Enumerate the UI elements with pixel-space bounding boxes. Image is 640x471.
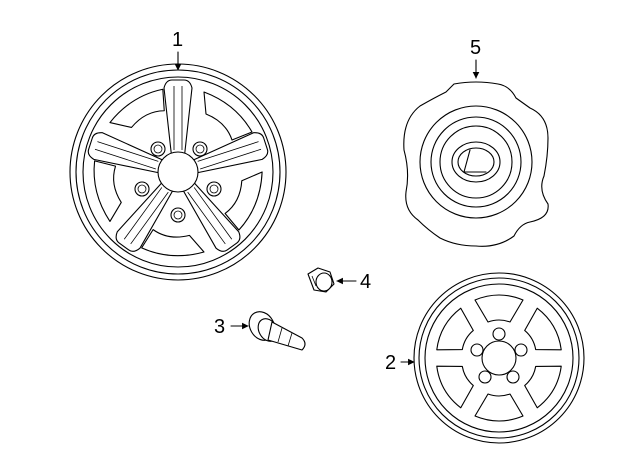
lug-nut[interactable] bbox=[307, 267, 335, 293]
callout-4-label: 4 bbox=[360, 271, 371, 293]
callout-3-label: 3 bbox=[214, 316, 225, 338]
wheel-large[interactable] bbox=[69, 63, 287, 281]
callout-3: 3 bbox=[214, 316, 249, 338]
callout-5-label: 5 bbox=[470, 37, 481, 59]
callout-2: 2 bbox=[385, 352, 415, 374]
callout-1-label: 1 bbox=[172, 29, 183, 51]
callout-2-label: 2 bbox=[385, 352, 396, 374]
valve-stem[interactable] bbox=[244, 307, 306, 351]
center-cap[interactable] bbox=[403, 81, 549, 247]
callout-4: 4 bbox=[336, 271, 371, 293]
callout-1: 1 bbox=[172, 29, 183, 71]
callout-5: 5 bbox=[470, 37, 481, 79]
wheel-small[interactable] bbox=[413, 272, 585, 444]
